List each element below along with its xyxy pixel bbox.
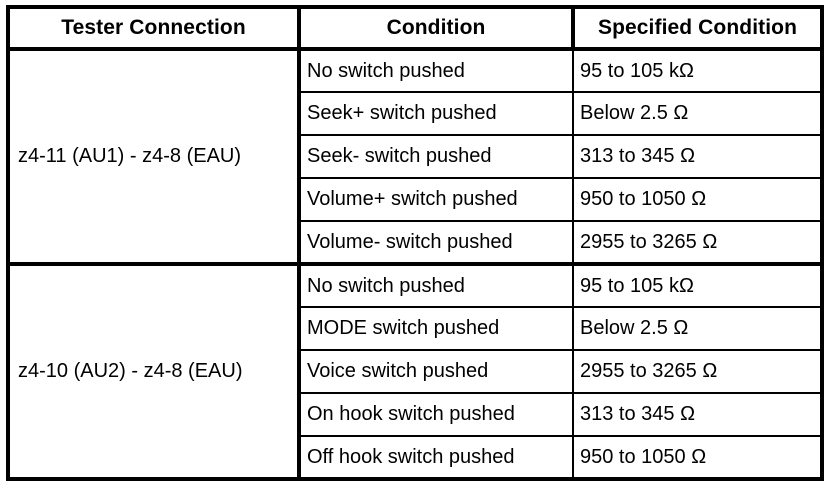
- condition-cell: Volume+ switch pushed: [299, 178, 574, 222]
- table-row: z4-10 (AU2) - z4-8 (EAU) No switch pushe…: [8, 264, 822, 479]
- specified-condition-cell: 950 to 1050 Ω: [573, 178, 822, 222]
- connection-cell-group-1: z4-11 (AU1) - z4-8 (EAU): [8, 49, 301, 266]
- column-header-tester-connection: Tester Connection: [8, 7, 301, 51]
- table-row: Voice switch pushed 2955 to 3265 Ω: [8, 350, 822, 394]
- header-row: Tester Connection Condition Specified Co…: [8, 7, 822, 51]
- specified-condition-cell: 313 to 345 Ω: [573, 393, 822, 437]
- condition-cell: Voice switch pushed: [299, 350, 574, 394]
- specification-table: Tester Connection Condition Specified Co…: [6, 5, 824, 481]
- column-header-condition: Condition: [299, 7, 575, 51]
- specified-condition-cell: 95 to 105 kΩ: [573, 49, 822, 93]
- condition-cell: No switch pushed: [299, 49, 574, 93]
- table-row: MODE switch pushed Below 2.5 Ω: [8, 307, 822, 351]
- connection-cell-group-2: z4-10 (AU2) - z4-8 (EAU): [8, 264, 301, 479]
- table-row: On hook switch pushed 313 to 345 Ω: [8, 393, 822, 437]
- condition-cell: MODE switch pushed: [299, 307, 574, 351]
- specified-condition-cell: 2955 to 3265 Ω: [573, 221, 822, 266]
- specified-condition-cell: 313 to 345 Ω: [573, 135, 822, 179]
- table-body: z4-11 (AU1) - z4-8 (EAU) No switch pushe…: [8, 49, 822, 479]
- specified-condition-cell: Below 2.5 Ω: [573, 92, 822, 136]
- specified-condition-cell: Below 2.5 Ω: [573, 307, 822, 351]
- condition-cell: No switch pushed: [299, 264, 574, 308]
- condition-cell: Seek+ switch pushed: [299, 92, 574, 136]
- table-row: Seek+ switch pushed Below 2.5 Ω: [8, 92, 822, 136]
- table-row: Seek- switch pushed 313 to 345 Ω: [8, 135, 822, 179]
- specified-condition-cell: 2955 to 3265 Ω: [573, 350, 822, 394]
- table-row: Volume+ switch pushed 950 to 1050 Ω: [8, 178, 822, 222]
- condition-cell: On hook switch pushed: [299, 393, 574, 437]
- table-row: Volume- switch pushed 2955 to 3265 Ω: [8, 221, 822, 266]
- column-header-specified-condition: Specified Condition: [573, 7, 822, 51]
- table-row: Off hook switch pushed 950 to 1050 Ω: [8, 436, 822, 479]
- specified-condition-cell: 950 to 1050 Ω: [580, 445, 707, 468]
- condition-cell: Volume- switch pushed: [299, 221, 574, 266]
- condition-cell: Seek- switch pushed: [299, 135, 574, 179]
- specified-condition-cell: 95 to 105 kΩ: [573, 264, 822, 308]
- table-row: z4-11 (AU1) - z4-8 (EAU) No switch pushe…: [8, 49, 822, 266]
- condition-cell: Off hook switch pushed: [299, 436, 574, 479]
- table-header: Tester Connection Condition Specified Co…: [8, 7, 822, 51]
